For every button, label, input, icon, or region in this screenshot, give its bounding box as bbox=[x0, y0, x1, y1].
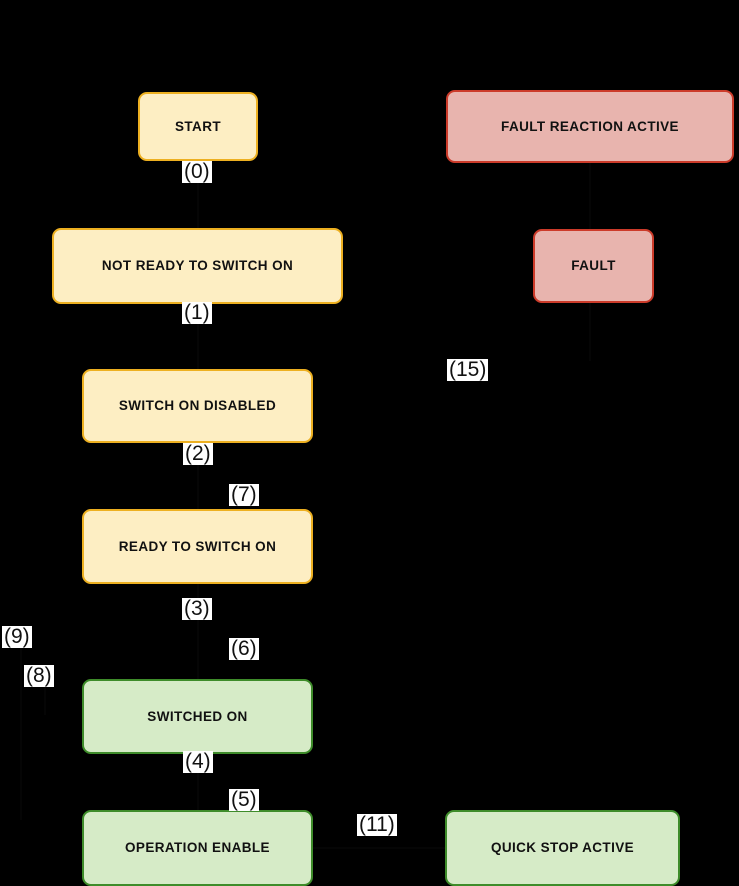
connector-switched-on-to-operation bbox=[197, 754, 199, 810]
transition-label-1: (1) bbox=[182, 301, 212, 325]
connector-not-ready-to-disabled bbox=[197, 304, 199, 369]
connector-fault-reaction-to-fault bbox=[589, 163, 591, 229]
state-label: SWITCH ON DISABLED bbox=[118, 398, 277, 414]
state-switch-on-disabled[interactable]: SWITCH ON DISABLED bbox=[82, 369, 313, 443]
transition-label-2: (2) bbox=[183, 442, 213, 466]
transition-label-15: (15) bbox=[447, 358, 489, 382]
state-fault[interactable]: FAULT bbox=[533, 229, 654, 303]
connector-disabled-to-ready bbox=[197, 443, 199, 509]
transition-label-0: (0) bbox=[182, 160, 212, 184]
state-label: OPERATION ENABLE bbox=[125, 840, 270, 856]
connector-operation-to-quick-stop bbox=[313, 847, 445, 849]
state-label: FAULT bbox=[571, 258, 616, 274]
transition-label-9: (9) bbox=[2, 625, 32, 649]
state-label: SWITCHED ON bbox=[147, 708, 248, 724]
transition-label-11: (11) bbox=[357, 813, 397, 837]
connector-ready-to-switched-on bbox=[197, 584, 199, 679]
state-label: FAULT REACTION ACTIVE bbox=[501, 118, 679, 134]
state-fault-reaction-active[interactable]: FAULT REACTION ACTIVE bbox=[446, 90, 734, 163]
state-start[interactable]: START bbox=[138, 92, 258, 161]
connector-fault-to-disabled bbox=[589, 303, 591, 361]
state-label: READY TO SWITCH ON bbox=[118, 538, 277, 554]
state-label: QUICK STOP ACTIVE bbox=[490, 840, 635, 856]
transition-label-5: (5) bbox=[229, 788, 259, 812]
connector-start-to-not-ready bbox=[197, 161, 199, 228]
state-switched-on[interactable]: SWITCHED ON bbox=[82, 679, 313, 754]
state-operation-enable[interactable]: OPERATION ENABLE bbox=[82, 810, 313, 886]
state-not-ready-to-switch-on[interactable]: NOT READY TO SWITCH ON bbox=[52, 228, 343, 304]
connector-left-bus-8 bbox=[44, 680, 46, 715]
connector-left-bus-9 bbox=[20, 640, 22, 820]
state-label: NOT READY TO SWITCH ON bbox=[101, 258, 294, 274]
transition-label-7: (7) bbox=[229, 483, 259, 507]
state-quick-stop-active[interactable]: QUICK STOP ACTIVE bbox=[445, 810, 680, 886]
transition-label-8: (8) bbox=[24, 664, 54, 688]
transition-label-3: (3) bbox=[182, 597, 212, 621]
state-ready-to-switch-on[interactable]: READY TO SWITCH ON bbox=[82, 509, 313, 584]
transition-label-6: (6) bbox=[229, 637, 259, 661]
transition-label-4: (4) bbox=[183, 750, 213, 774]
state-label: START bbox=[175, 118, 221, 134]
